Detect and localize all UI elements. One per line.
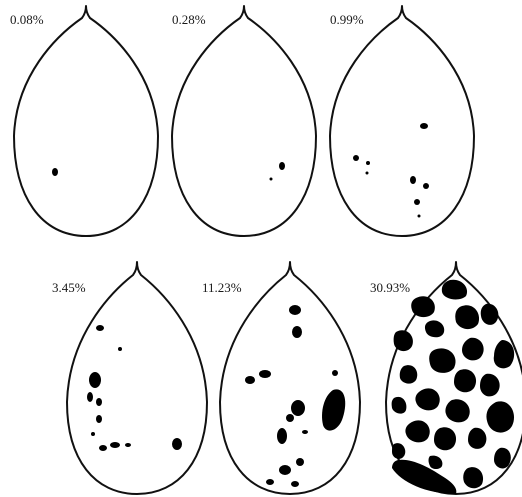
lesion-spot bbox=[110, 442, 120, 448]
leaf-4 bbox=[67, 262, 207, 494]
lesion-spot bbox=[259, 370, 271, 378]
lesion-spot bbox=[454, 369, 476, 392]
lesion-spot bbox=[277, 428, 287, 444]
lesion-spot bbox=[418, 215, 421, 218]
lesion-spot bbox=[96, 415, 102, 423]
leaf-outline bbox=[330, 6, 474, 236]
leaf-outline bbox=[172, 6, 316, 236]
lesion-spot bbox=[291, 400, 305, 416]
lesion-spot bbox=[434, 427, 456, 450]
lesion-spot bbox=[291, 481, 299, 487]
lesion-spot bbox=[410, 176, 416, 184]
leaf-1 bbox=[14, 6, 158, 236]
lesion-spot bbox=[302, 430, 308, 434]
lesion-spot bbox=[172, 438, 182, 450]
lesion-spot bbox=[366, 161, 370, 165]
lesion-spot bbox=[245, 376, 255, 384]
leaf-2 bbox=[172, 6, 316, 236]
lesion-spot bbox=[332, 370, 338, 376]
lesion-spot bbox=[52, 168, 58, 176]
lesion-spot bbox=[289, 305, 301, 315]
leaf-panel-1: 0.08% bbox=[10, 6, 158, 236]
lesion-spot bbox=[96, 325, 104, 331]
severity-label-1: 0.08% bbox=[10, 12, 44, 27]
lesion-spot bbox=[414, 199, 420, 205]
leaf-panel-6: 30.93% bbox=[370, 262, 522, 494]
lesion-spot bbox=[400, 365, 418, 384]
lesion-spot bbox=[118, 347, 122, 351]
leaf-panel-3: 0.99% bbox=[330, 6, 474, 236]
leaf-outline bbox=[220, 262, 360, 494]
lesion-spot bbox=[270, 178, 273, 181]
lesion-spot bbox=[89, 372, 101, 388]
lesion-spot bbox=[296, 458, 304, 466]
lesion-spot bbox=[266, 479, 274, 485]
severity-label-2: 0.28% bbox=[172, 12, 206, 27]
lesions bbox=[52, 168, 58, 176]
lesion-spot bbox=[423, 183, 429, 189]
lesion-spot bbox=[125, 443, 131, 447]
lesion-spot bbox=[96, 398, 102, 406]
leaf-5 bbox=[220, 262, 360, 494]
leaf-panel-5: 11.23% bbox=[202, 262, 360, 494]
lesion-spot bbox=[353, 155, 359, 161]
lesion-spot bbox=[292, 326, 302, 338]
leaf-panel-2: 0.28% bbox=[172, 6, 316, 236]
lesion-spot bbox=[279, 465, 291, 475]
leaf-6 bbox=[386, 262, 522, 494]
lesion-spot bbox=[99, 445, 107, 451]
severity-label-4: 3.45% bbox=[52, 280, 86, 295]
leaf-3 bbox=[330, 6, 474, 236]
severity-label-6: 30.93% bbox=[370, 280, 410, 295]
leaf-outline bbox=[14, 6, 158, 236]
leaf-outline bbox=[67, 262, 207, 494]
lesion-spot bbox=[486, 401, 514, 432]
lesion-spot bbox=[494, 448, 511, 469]
lesion-spot bbox=[91, 432, 95, 436]
lesion-spot bbox=[87, 392, 93, 402]
lesion-spot bbox=[286, 414, 294, 422]
lesion-spot bbox=[420, 123, 428, 129]
leaf-panel-4: 3.45% bbox=[52, 262, 207, 494]
severity-label-3: 0.99% bbox=[330, 12, 364, 27]
lesion-spot bbox=[366, 172, 369, 175]
severity-label-5: 11.23% bbox=[202, 280, 242, 295]
lesion-spot bbox=[279, 162, 285, 170]
lesion-spot bbox=[411, 296, 435, 317]
